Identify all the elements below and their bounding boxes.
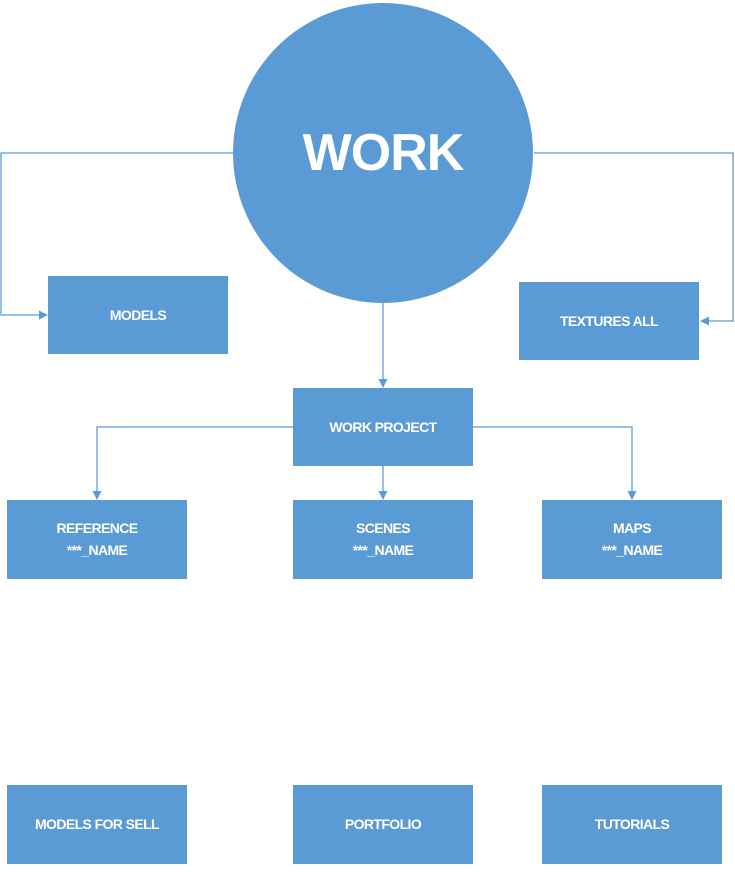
- arrowhead-reference: [92, 491, 102, 500]
- arrowhead-models: [39, 310, 48, 320]
- node-models-for-sell: MODELS FOR SELL: [7, 785, 187, 864]
- connector-work-to-models: [0, 152, 233, 316]
- portfolio-box: [293, 785, 473, 864]
- tutorials-box: [542, 785, 722, 864]
- work-project-box: [293, 388, 473, 466]
- connector-work-to-textures: [534, 152, 734, 322]
- connector-project-to-maps: [473, 426, 633, 492]
- node-scenes: SCENES ***_NAME: [293, 500, 473, 579]
- node-work: WORK: [233, 3, 533, 303]
- connector-project-to-reference: [96, 426, 293, 492]
- reference-label-line1: REFERENCE: [57, 520, 138, 536]
- portfolio-label: PORTFOLIO: [345, 816, 422, 832]
- models-box: [48, 276, 228, 354]
- node-reference: REFERENCE ***_NAME: [7, 500, 187, 579]
- tutorials-label: TUTORIALS: [595, 816, 670, 832]
- textures-all-label: TEXTURES ALL: [560, 313, 659, 329]
- arrowhead-scenes: [378, 491, 388, 500]
- work-circle: [233, 3, 533, 303]
- textures-all-box: [519, 282, 699, 360]
- node-work-project: WORK PROJECT: [293, 388, 473, 466]
- node-textures-all: TEXTURES ALL: [519, 282, 699, 360]
- scenes-box: [293, 500, 473, 579]
- maps-label-line2: ***_NAME: [602, 542, 663, 558]
- models-for-sell-box: [7, 785, 187, 864]
- reference-label-line2: ***_NAME: [67, 542, 128, 558]
- arrowhead-project: [378, 379, 388, 388]
- maps-label-line1: MAPS: [613, 520, 651, 536]
- node-maps: MAPS ***_NAME: [542, 500, 722, 579]
- models-for-sell-label: MODELS FOR SELL: [35, 816, 160, 832]
- scenes-label-line2: ***_NAME: [353, 542, 414, 558]
- node-portfolio: PORTFOLIO: [293, 785, 473, 864]
- arrowhead-textures: [700, 316, 709, 326]
- arrowhead-maps: [627, 491, 637, 500]
- node-models: MODELS: [48, 276, 228, 354]
- work-project-label: WORK PROJECT: [329, 419, 437, 435]
- node-tutorials: TUTORIALS: [542, 785, 722, 864]
- scenes-label-line1: SCENES: [356, 520, 410, 536]
- reference-box: [7, 500, 187, 579]
- work-label: WORK: [303, 124, 465, 182]
- connectors: [0, 152, 734, 500]
- maps-box: [542, 500, 722, 579]
- models-label: MODELS: [110, 307, 167, 323]
